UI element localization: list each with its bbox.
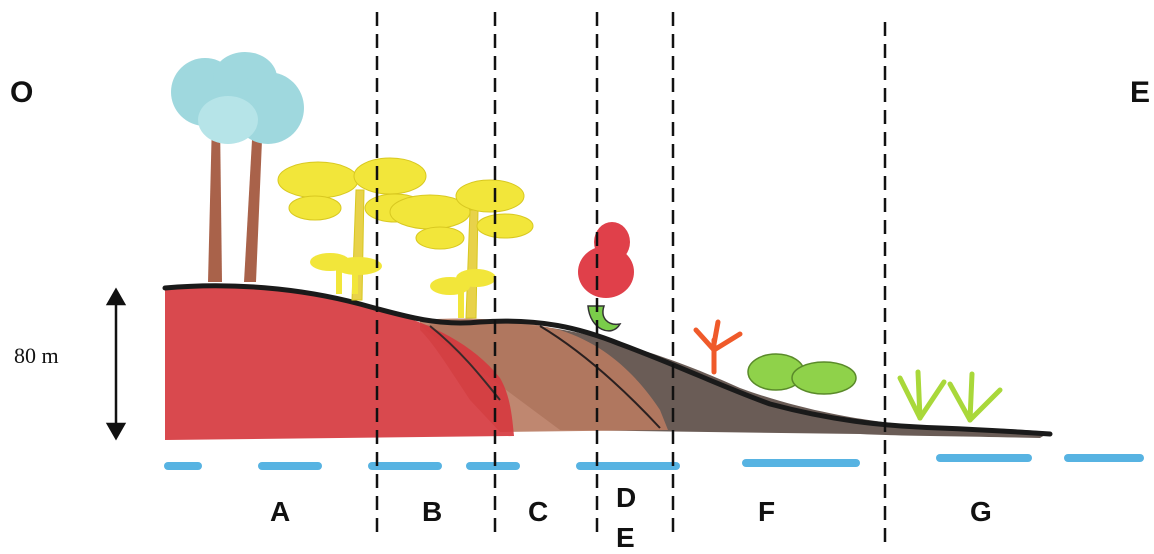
palm-icon [310,253,382,294]
east-direction-label: E [1130,76,1150,110]
west-direction-label: O [10,76,33,110]
zone-label-e: E [616,522,635,554]
zone-label-b: B [422,496,442,528]
zone-label-d: D [616,482,636,514]
height-scale-arrow [108,290,124,438]
grass-icon [900,372,1000,420]
cashew-icon [578,222,634,331]
zone-label-a: A [270,496,290,528]
water-line [168,458,1140,466]
arrow-down-icon [108,424,124,438]
zone-label-g: G [970,496,992,528]
zone-label-f: F [758,496,775,528]
arrow-up-icon [108,290,124,304]
bush-icon [748,354,856,394]
zone-label-c: C [528,496,548,528]
palm-icon [430,269,496,318]
tree-icon [171,52,304,282]
height-scale-label: 80 m [14,343,59,369]
coral-shrub-icon [696,322,740,372]
